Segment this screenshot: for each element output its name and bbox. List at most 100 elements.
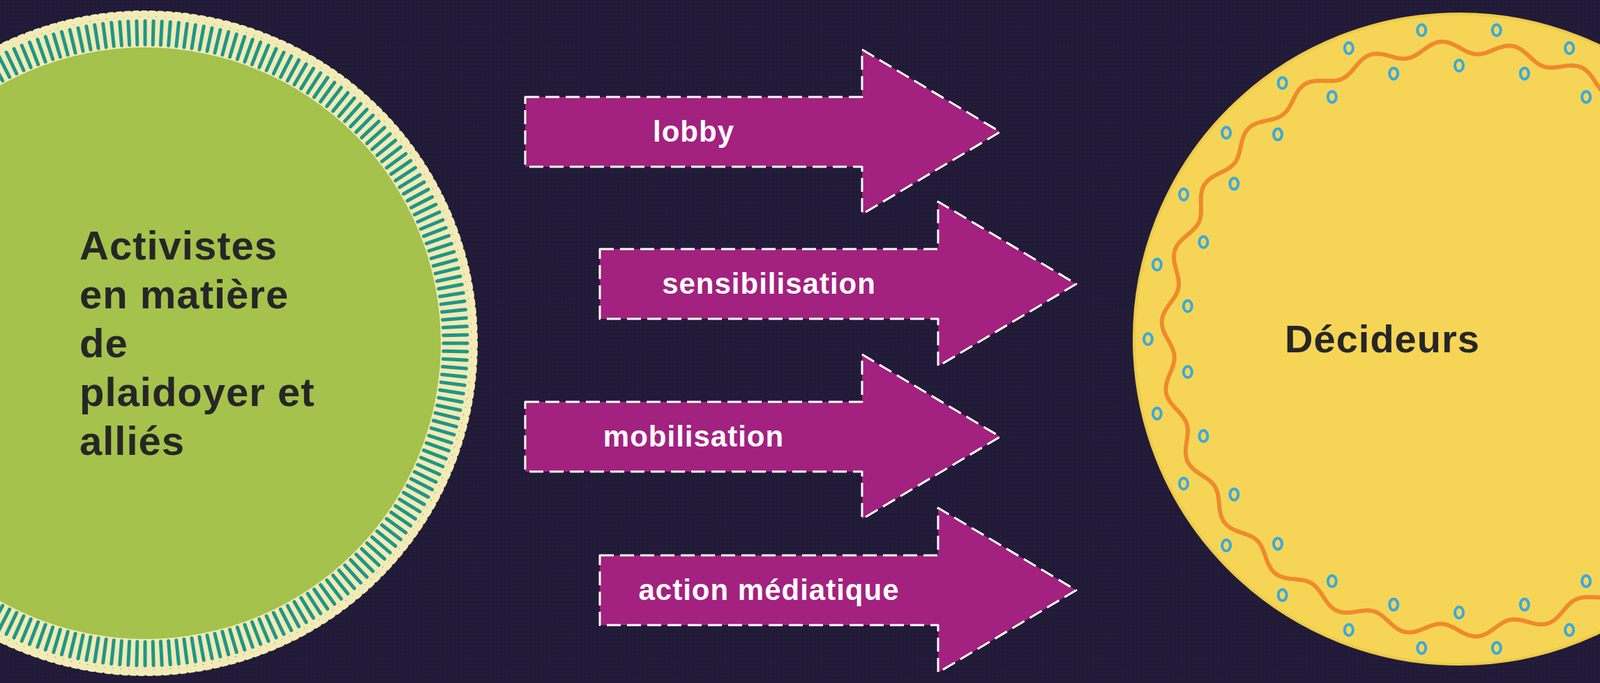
ring xyxy=(1229,488,1239,501)
stripe xyxy=(442,309,466,313)
stripe xyxy=(134,641,139,666)
ring xyxy=(1454,606,1464,618)
stripe xyxy=(237,36,245,60)
stripe xyxy=(244,39,253,62)
stripe xyxy=(111,640,115,664)
block-arrow xyxy=(599,507,1077,673)
stripe xyxy=(78,27,83,51)
teal-stripes xyxy=(0,20,468,666)
stripe xyxy=(424,227,447,236)
actor-circle: Activistes en matière de plaidoyer et al… xyxy=(0,8,480,678)
stripe xyxy=(443,332,468,337)
stripe xyxy=(222,32,229,56)
stripe xyxy=(168,640,171,665)
stripe xyxy=(435,412,459,419)
stripe xyxy=(151,641,156,666)
stripe xyxy=(143,641,148,666)
ring xyxy=(1278,77,1287,89)
ring xyxy=(1179,189,1188,201)
stripe xyxy=(266,48,277,71)
stripe xyxy=(160,21,162,46)
arrow-label: mobilisation xyxy=(603,419,784,454)
stripe xyxy=(61,32,68,56)
stripe xyxy=(433,420,457,427)
stripe xyxy=(199,26,204,50)
arrow-label: action médiatique xyxy=(638,573,900,607)
circle-outline xyxy=(0,8,480,678)
block-arrow xyxy=(599,201,1077,367)
stripe xyxy=(94,25,99,49)
stripe xyxy=(207,635,213,659)
ring xyxy=(1520,67,1529,79)
stripe xyxy=(237,627,245,650)
ring xyxy=(1183,300,1192,312)
ring xyxy=(1183,366,1192,378)
stripe xyxy=(94,638,99,662)
ring xyxy=(1344,624,1354,636)
stripe xyxy=(191,25,196,49)
stripe xyxy=(266,615,277,638)
stripe xyxy=(437,276,461,282)
ring xyxy=(1198,236,1208,248)
stripe xyxy=(442,366,467,369)
stripe xyxy=(86,26,91,50)
stripe xyxy=(443,341,468,346)
stripe xyxy=(417,464,440,475)
stripe xyxy=(53,34,61,58)
stripe xyxy=(437,405,461,411)
blue-rings xyxy=(1143,24,1600,653)
block-arrow xyxy=(525,354,1001,519)
stripe xyxy=(45,36,54,60)
ring xyxy=(1273,537,1282,549)
stripe xyxy=(128,21,130,46)
stripe xyxy=(45,627,54,650)
stripe xyxy=(259,45,269,67)
stripe xyxy=(230,629,238,653)
stripe xyxy=(168,21,171,46)
stripe xyxy=(244,624,253,647)
stripe xyxy=(86,636,91,660)
stripe xyxy=(119,21,123,46)
stripe xyxy=(442,326,467,328)
stripe xyxy=(21,618,31,641)
stripe xyxy=(214,29,221,54)
stripe xyxy=(29,42,38,65)
ring xyxy=(1344,42,1354,54)
ring xyxy=(1327,91,1337,103)
stripe xyxy=(0,608,10,630)
stripe xyxy=(440,382,465,386)
arrow-label: sensibilisation xyxy=(661,267,877,301)
yellow-fill xyxy=(1134,13,1600,664)
ring xyxy=(1198,430,1208,442)
ring xyxy=(1492,642,1501,654)
ring xyxy=(1565,42,1574,54)
stripe xyxy=(103,23,107,48)
stripe xyxy=(417,212,440,222)
stripe xyxy=(37,39,46,62)
ring xyxy=(1229,177,1239,190)
ring xyxy=(1520,599,1529,611)
ring xyxy=(1581,91,1591,103)
stripe xyxy=(207,27,213,51)
stripe xyxy=(431,251,455,259)
stripe xyxy=(440,389,464,394)
ring xyxy=(1417,24,1426,36)
ring xyxy=(1179,477,1188,489)
stripe xyxy=(61,631,68,655)
stripe xyxy=(134,20,139,45)
stripe xyxy=(191,638,196,662)
stripe xyxy=(414,204,436,215)
stripe xyxy=(420,219,443,229)
orange-wave xyxy=(1161,41,1600,637)
stripe xyxy=(428,435,452,443)
stripe xyxy=(111,23,115,47)
stripe xyxy=(69,633,76,657)
stripe xyxy=(428,243,452,252)
ring xyxy=(1152,408,1162,420)
stripe xyxy=(176,640,180,664)
stripe xyxy=(424,449,447,459)
stripe xyxy=(440,292,464,297)
node-label: Activistes en matière de plaidoyer et al… xyxy=(79,221,324,466)
arrow-label: lobby xyxy=(652,115,735,149)
stripe xyxy=(438,284,462,289)
